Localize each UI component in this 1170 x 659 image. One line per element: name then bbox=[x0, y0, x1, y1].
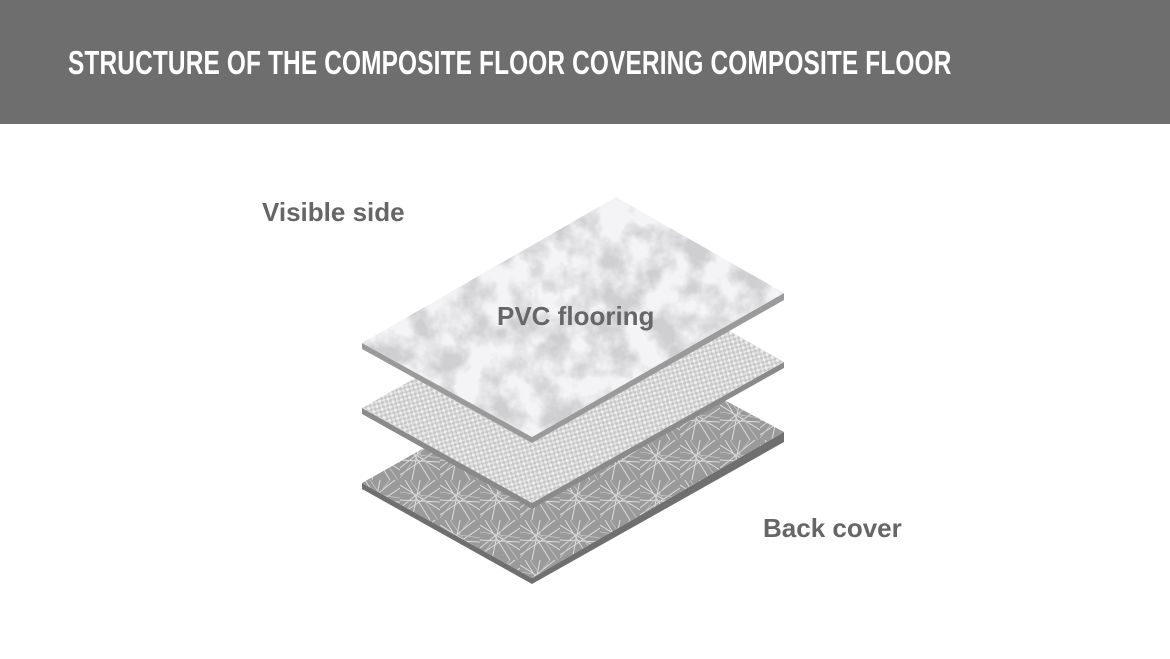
page-title: STRUCTURE OF THE COMPOSITE FLOOR COVERIN… bbox=[68, 44, 952, 81]
visible-side-label: Visible side bbox=[262, 197, 405, 227]
pvc-flooring-layer bbox=[362, 197, 784, 443]
pvc-flooring-label: PVC flooring bbox=[497, 301, 655, 331]
back-cover-label: Back cover bbox=[763, 513, 902, 543]
header-band: STRUCTURE OF THE COMPOSITE FLOOR COVERIN… bbox=[0, 0, 1170, 124]
